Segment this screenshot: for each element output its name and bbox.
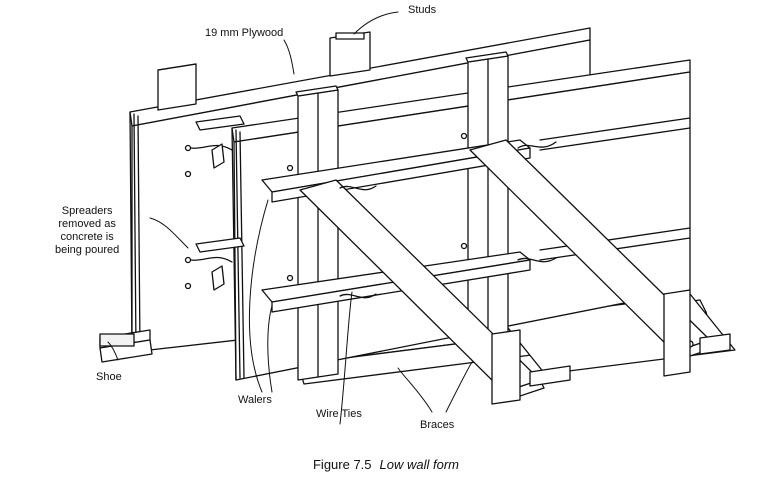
tie-pegs [184,132,468,291]
rear-studs [295,51,509,381]
front-shoe [99,329,153,363]
wire-ties-label: Wire Ties [316,408,362,420]
rear-plywood-panel [231,59,691,381]
leader-lines [107,11,473,425]
plywood-label: 19 mm Plywood [205,27,284,39]
front-studs [157,31,371,111]
brace-stakes [491,289,731,405]
figure-caption: Figure 7.5 Low wall form [0,457,772,472]
braces-label: Braces [420,419,455,431]
spreaders-label: Spreaders removed as concrete is being p… [55,205,120,256]
shoe-label: Shoe [96,371,122,383]
walers-label: Walers [238,394,272,406]
figure-number: Figure 7.5 [312,457,372,472]
figure-title: Low wall form [379,457,459,472]
studs-label: Studs [408,4,437,16]
wire-ties [189,141,557,299]
spreaders [195,115,245,253]
